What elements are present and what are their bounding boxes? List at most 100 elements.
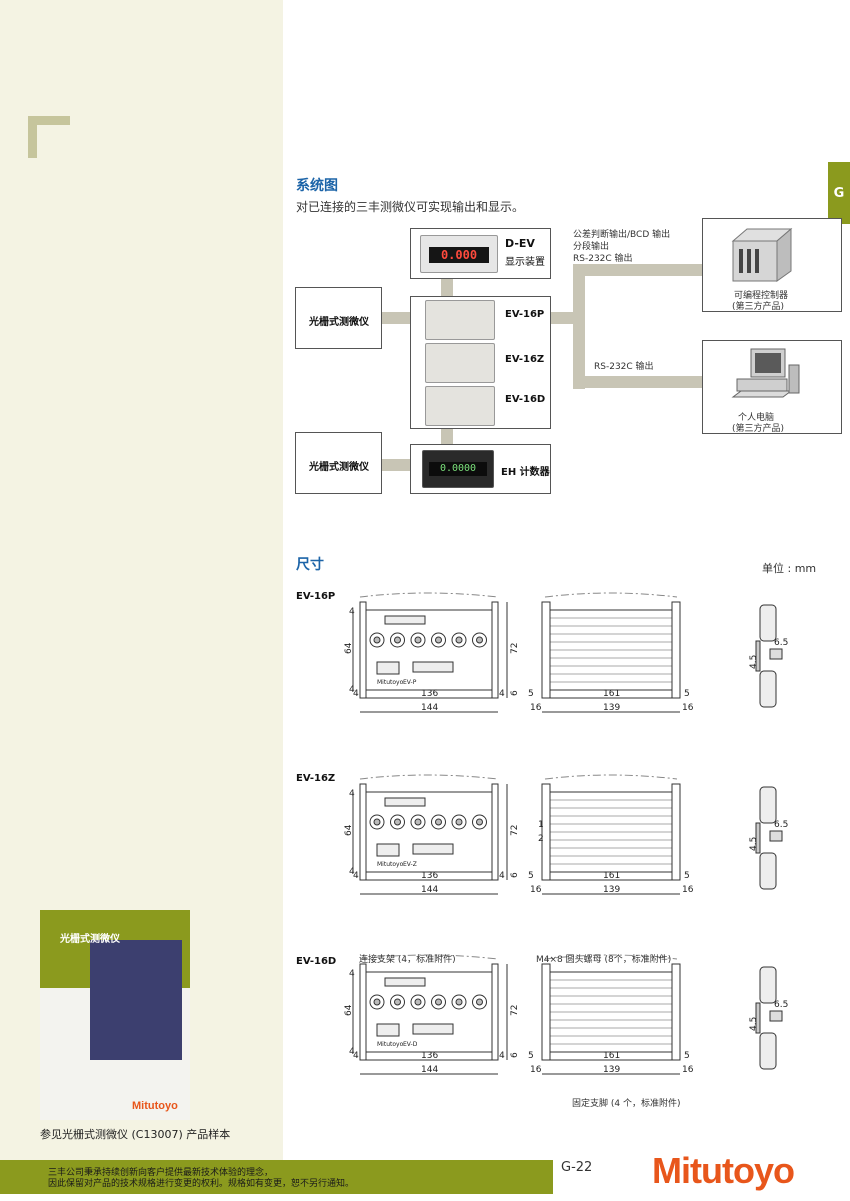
front-bracket-left — [359, 783, 367, 881]
connector-dev — [441, 278, 453, 298]
dim-4-bottom: 4 — [349, 685, 355, 695]
brochure-photo — [90, 940, 182, 1060]
bracket-screw — [769, 648, 783, 660]
plc-sub-label: (第三方产品) — [732, 302, 785, 312]
dim-136: 136 — [421, 871, 438, 881]
footer-line-2: 因此保留对产品的技术规格进行变更的权利。规格如有变更，恕不另行通知。 — [48, 1179, 355, 1189]
front-bracket-right — [491, 601, 499, 699]
output-note-3: RS-232C 输出 — [573, 254, 633, 264]
dim-16-right: 16 — [682, 885, 694, 895]
connector-socket-core — [476, 818, 483, 826]
front-brand-text: Mitutoyo — [377, 1041, 404, 1048]
connector-socket-core — [455, 636, 463, 644]
front-bracket-right — [491, 783, 499, 881]
dim-6: 6 — [510, 690, 520, 696]
ev16d-image — [425, 386, 495, 426]
dim-6-5: 6.5 — [774, 820, 788, 830]
dim-6: 6 — [510, 872, 520, 878]
side-bracket-right — [671, 783, 681, 881]
mitutoyo-logo: Mitutoyo — [652, 1150, 795, 1191]
dim-4-bottom: 4 — [349, 867, 355, 877]
dim-139: 139 — [603, 703, 620, 713]
dim-4-5: 4.5 — [749, 837, 759, 851]
front-model-text: EV-D — [403, 1041, 418, 1048]
bracket-top — [759, 966, 777, 1004]
display-unit-image: 0.000 — [420, 235, 498, 273]
connector-socket-core — [414, 818, 422, 826]
model-label-ev16d: EV-16D — [296, 956, 337, 967]
eh-counter-image: 0.0000 — [422, 450, 494, 488]
dim-4-5: 4.5 — [749, 1017, 759, 1031]
linear-gauge-box-1: 光栅式测微仪 — [295, 287, 382, 349]
side-bracket-left — [541, 963, 551, 1061]
connector-gauge1 — [381, 312, 411, 324]
front-bracket-left — [359, 963, 367, 1061]
front-dashed-outline — [359, 592, 499, 598]
dim-5-right: 5 — [684, 1051, 690, 1061]
dim-144: 144 — [421, 1065, 438, 1075]
dev-box: 0.000 D-EV 显示装置 — [410, 228, 551, 279]
bracket-stem — [755, 1002, 761, 1034]
dim-136: 136 — [421, 689, 438, 699]
dim-161: 161 — [603, 871, 620, 881]
connector-socket-core — [394, 818, 401, 826]
dim-4-right: 4 — [499, 689, 505, 699]
brochure-thumbnail[interactable]: 光栅式测微仪 Mitutoyo — [40, 910, 190, 1120]
nut-note: M4×8 圆头螺母 (8个，标准附件) — [536, 955, 672, 965]
connector-socket-core — [435, 636, 442, 644]
plc-label: 可编程控制器 — [734, 291, 789, 301]
dim-144: 144 — [421, 885, 438, 895]
dim-72: 72 — [510, 643, 520, 654]
connector-pc — [573, 376, 703, 388]
dim-4-left: 4 — [353, 689, 359, 699]
front-model-text: EV-P — [403, 679, 417, 686]
front-rs232-port — [376, 1023, 400, 1037]
dev-label: D-EV — [505, 237, 535, 250]
dim-6-5: 6.5 — [774, 1000, 788, 1010]
plc-box: 可编程控制器 (第三方产品) — [702, 218, 842, 312]
bracket-bottom — [759, 670, 777, 708]
dim-64: 64 — [344, 642, 354, 654]
front-panel-outline — [364, 609, 494, 691]
side-bracket-left — [541, 783, 551, 881]
footer-notice: 三丰公司秉承持续创新向客户提供最新技术体验的理念， 因此保留对产品的技术规格进行… — [48, 1168, 354, 1190]
model-label-ev16p: EV-16P — [296, 591, 336, 602]
front-dashed-outline — [359, 774, 499, 780]
dim-4-5: 4.5 — [749, 655, 759, 669]
side-dashed-outline — [544, 774, 678, 780]
dim-6: 6 — [510, 1052, 520, 1058]
brochure-title: 光栅式测微仪 — [60, 934, 120, 945]
bracket-note: 连接支架 (4，标准附件) — [359, 955, 456, 965]
dim-72: 72 — [510, 1005, 520, 1016]
linear-gauge-label-1: 光栅式测微仪 — [309, 317, 369, 328]
bracket-top — [759, 604, 777, 642]
linear-gauge-box-2: 光栅式测微仪 — [295, 432, 382, 494]
ev16d-label: EV-16D — [505, 394, 546, 405]
dim-4-right: 4 — [499, 1051, 505, 1061]
front-terminal-block — [384, 977, 426, 987]
brochure-logo: Mitutoyo — [132, 1100, 178, 1112]
system-intro: 对已连接的三丰测微仪可实现输出和显示。 — [296, 200, 525, 214]
dim-5-left: 5 — [528, 1051, 534, 1061]
connector-socket-core — [414, 998, 422, 1006]
dimensions-heading: 尺寸 — [296, 557, 324, 573]
pc-sub-label: (第三方产品) — [732, 424, 785, 434]
dim-161: 161 — [603, 689, 620, 699]
section-tab-g: G — [828, 162, 850, 224]
dim-5-left: 5 — [528, 689, 534, 699]
pc-image — [731, 348, 800, 398]
bracket-top — [759, 786, 777, 824]
bracket-stem — [755, 822, 761, 854]
dim-144: 144 — [421, 703, 438, 713]
dim-6-5: 6.5 — [774, 638, 788, 648]
front-dashed-outline — [359, 954, 499, 960]
model-label-ev16z: EV-16Z — [296, 773, 336, 784]
pc-box: 个人电脑 (第三方产品) — [702, 340, 842, 434]
counter-digits: 0.0000 — [429, 462, 487, 476]
dim-16-right: 16 — [682, 703, 694, 713]
dim-5-right: 5 — [684, 871, 690, 881]
display-digits: 0.000 — [429, 247, 489, 263]
side-bracket-right — [671, 963, 681, 1061]
connector-plc — [573, 264, 703, 276]
dim-4-bottom: 4 — [349, 1047, 355, 1057]
